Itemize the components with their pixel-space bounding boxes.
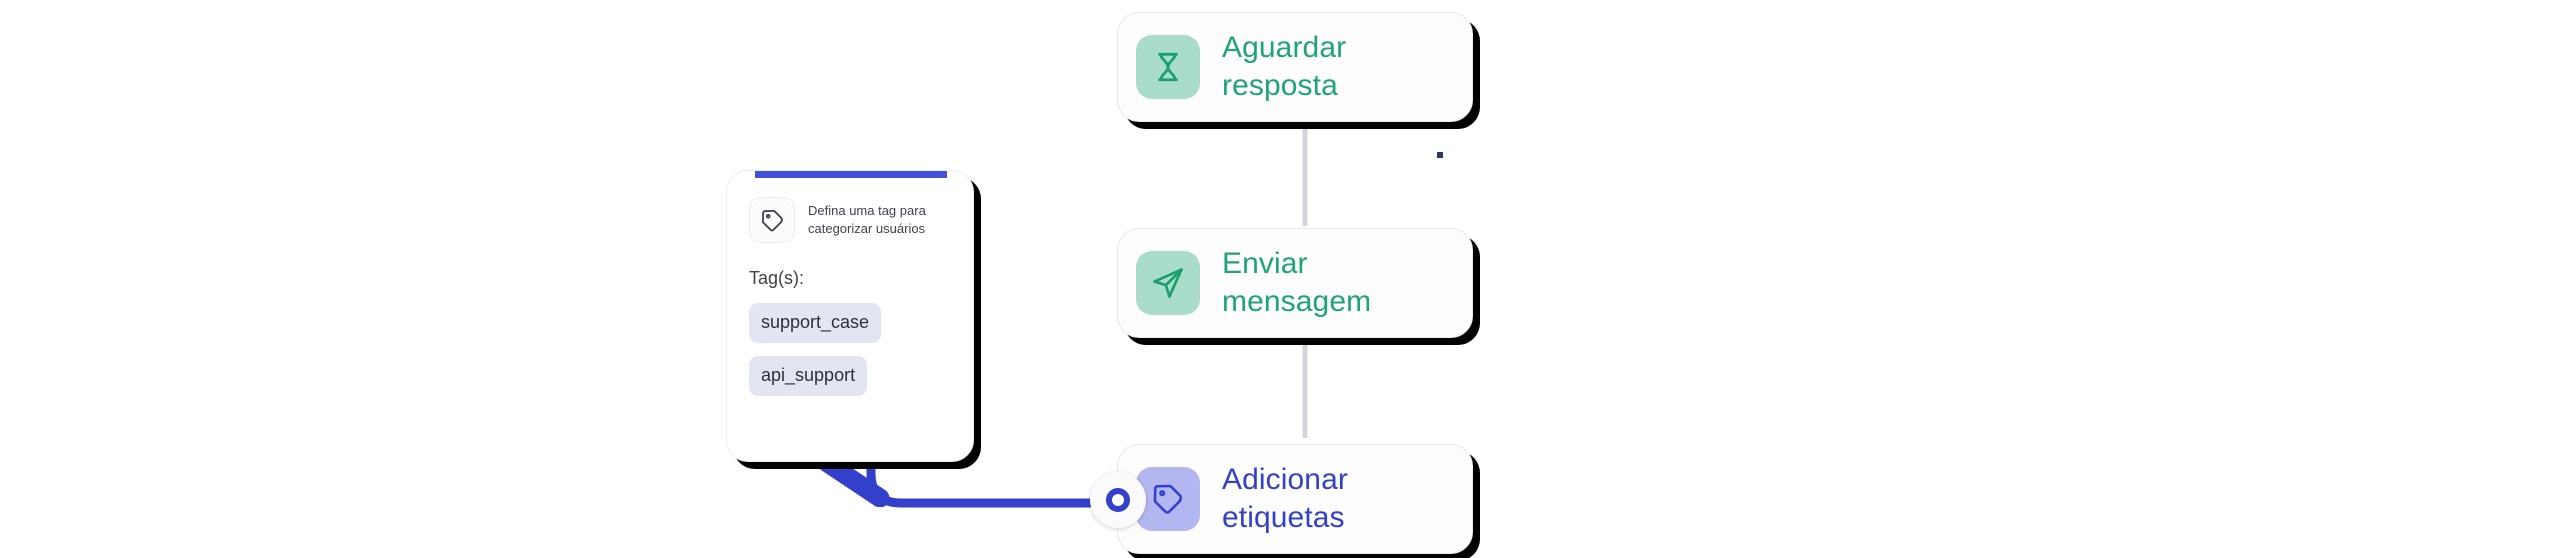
tag-chip[interactable]: support_case [749,303,882,343]
node-label-wait-response: Aguardar resposta [1222,30,1347,102]
card-description: Defina uma tag para categorizar usuários [808,203,926,236]
node-label-add-tags: Adicionar etiquetas [1222,462,1348,534]
tag-chip-list: support_case api_support [749,303,973,396]
node-send-message[interactable]: Enviar mensagem [1117,228,1473,338]
canvas-speck [1437,152,1443,158]
tag-icon [1136,467,1200,531]
port-dot-icon [1106,488,1130,512]
tag-detail-card[interactable]: Defina uma tag para categorizar usuários… [726,170,974,462]
add-tags-left-port[interactable] [1090,472,1146,528]
node-wait-response[interactable]: Aguardar resposta [1117,12,1473,122]
hourglass-icon [1136,35,1200,99]
card-section-label: Tag(s): [749,268,805,288]
card-header: Defina uma tag para categorizar usuários [727,171,973,243]
node-label-send-message: Enviar mensagem [1222,246,1372,318]
node-add-tags[interactable]: Adicionar etiquetas [1090,444,1473,554]
send-paper-plane-icon [1136,251,1200,315]
card-accent-bar [755,171,947,178]
tag-outline-icon [749,197,795,243]
tag-chip[interactable]: api_support [749,356,868,396]
